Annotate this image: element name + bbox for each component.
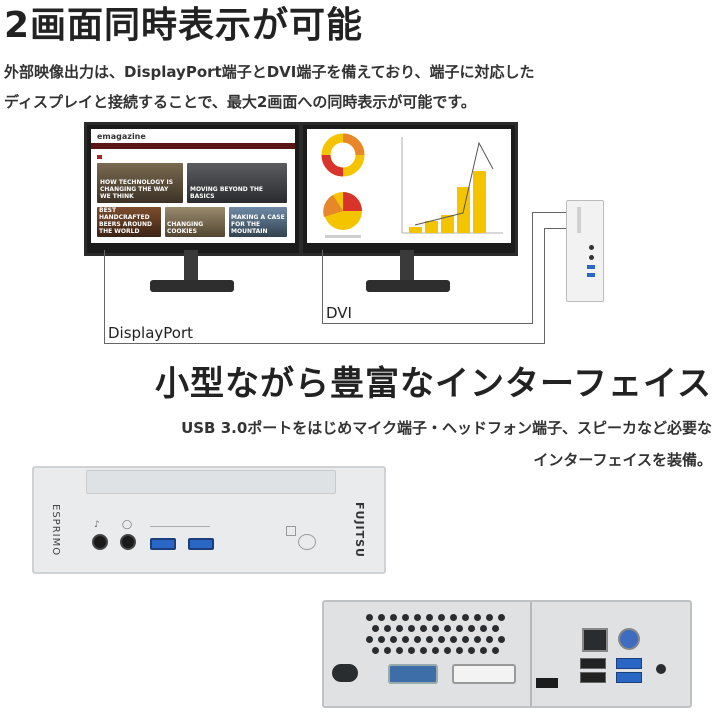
pie-2-slice — [343, 192, 362, 211]
ethernet-port — [582, 628, 608, 652]
mini-pc-tower — [566, 200, 604, 302]
model-label: ESPRIMO — [50, 504, 61, 557]
displayport-port — [536, 678, 558, 688]
power-inlet — [332, 664, 358, 682]
left-monitor: emagazine HOW TECHNOLOGY IS CHANGING THE… — [84, 122, 302, 256]
dvi-cable-v — [322, 250, 323, 324]
heading-dual-display: 2画面同時表示が可能 — [4, 5, 364, 46]
desc-interfaces-line1: USB 3.0ポートをはじめマイク端子・ヘッドフォン端子、スピーカなど必要な — [181, 419, 712, 437]
bar-3 — [441, 215, 454, 233]
headphone-jack — [120, 534, 136, 550]
headline-tile-2: MOVING BEYOND THE BASICS — [187, 163, 287, 203]
usb2-port-1 — [580, 658, 606, 669]
power-button — [298, 534, 316, 550]
heading-interfaces: 小型ながら豊富なインターフェイス — [155, 364, 712, 404]
dvi-cable-v2 — [532, 212, 533, 324]
dvi-cable-h — [322, 323, 532, 324]
dvi-cable-h2 — [532, 212, 566, 213]
displayport-cable-v — [104, 250, 105, 344]
bar-1 — [409, 227, 422, 233]
headline-tile-1: HOW TECHNOLOGY IS CHANGING THE WAY WE TH… — [97, 163, 183, 203]
left-monitor-base — [150, 280, 234, 292]
tower-slot — [577, 207, 581, 233]
bar-5 — [473, 171, 486, 233]
mic-icon: ♪ — [94, 520, 100, 530]
trend-line — [414, 141, 494, 226]
headline-text: MOVING BEYOND THE BASICS — [190, 186, 264, 200]
right-monitor-neck — [400, 250, 414, 282]
donut-1-slice — [342, 133, 365, 156]
headline-text: CHANGING COOKIES — [167, 221, 204, 235]
left-monitor-neck — [184, 250, 198, 282]
tower-jack — [589, 245, 594, 250]
dvi-label: DVI — [326, 304, 352, 322]
tower-usb — [587, 265, 595, 269]
pie-legend — [325, 235, 361, 238]
displayport-label: DisplayPort — [108, 324, 194, 342]
desc-dual-display-line2: ディスプレイと接続することで、最大2画面への同時表示が可能です。 — [4, 93, 476, 111]
left-monitor-screen: emagazine HOW TECHNOLOGY IS CHANGING THE… — [91, 129, 295, 243]
panel-divider — [530, 602, 532, 706]
optical-drive-slot — [86, 470, 336, 494]
lock-icon — [286, 526, 296, 536]
usb2-port-2 — [580, 672, 606, 683]
pie-2-slice-2 — [323, 195, 343, 217]
ps2-port — [618, 628, 640, 650]
site-name: emagazine — [97, 132, 146, 141]
usb-port-2 — [188, 538, 214, 550]
usb3-port-1 — [616, 658, 642, 669]
displayport-cable-h — [104, 343, 544, 344]
displayport-cable-h2 — [544, 228, 566, 229]
tower-usb — [587, 273, 595, 277]
headphone-icon: ◯ — [122, 520, 133, 530]
audio-jack — [656, 664, 666, 674]
rear-panel — [322, 600, 692, 708]
dvi-port — [452, 664, 516, 684]
donut-1-slice-2 — [321, 154, 344, 177]
mic-jack — [92, 534, 108, 550]
usb-port-1 — [150, 538, 176, 550]
desc-interfaces-line2: インターフェイスを装備。 — [533, 451, 712, 469]
screen-charts — [321, 133, 503, 238]
bar-2 — [425, 221, 438, 233]
headline-text: MAKING A CASE FOR THE MOUNTAIN — [231, 214, 285, 235]
front-panel: ESPRIMO FUJITSU ♪ ◯ — [32, 466, 386, 574]
headline-text: BEST HANDCRAFTED BEERS AROUND THE WORLD — [99, 207, 153, 235]
headline-tile-4: CHANGING COOKIES — [165, 207, 225, 237]
right-monitor-screen — [307, 129, 511, 243]
serial-port — [388, 664, 438, 684]
right-monitor-base — [366, 280, 450, 292]
site-navbar — [91, 143, 295, 149]
brand-label: FUJITSU — [353, 502, 366, 558]
headline-tile-5: MAKING A CASE FOR THE MOUNTAIN — [229, 207, 287, 237]
usb-label-line — [150, 526, 210, 527]
vent-grille — [364, 612, 514, 656]
usb3-port-2 — [616, 672, 642, 683]
headline-text: HOW TECHNOLOGY IS CHANGING THE WAY WE TH… — [100, 179, 174, 200]
nav-dot — [97, 155, 102, 159]
headline-tile-3: BEST HANDCRAFTED BEERS AROUND THE WORLD — [97, 207, 161, 237]
tower-jack — [589, 255, 594, 260]
desc-dual-display-line1: 外部映像出力は、DisplayPort端子とDVI端子を備えており、端子に対応し… — [4, 63, 535, 81]
right-monitor — [300, 122, 518, 256]
displayport-cable-v2 — [544, 228, 545, 344]
